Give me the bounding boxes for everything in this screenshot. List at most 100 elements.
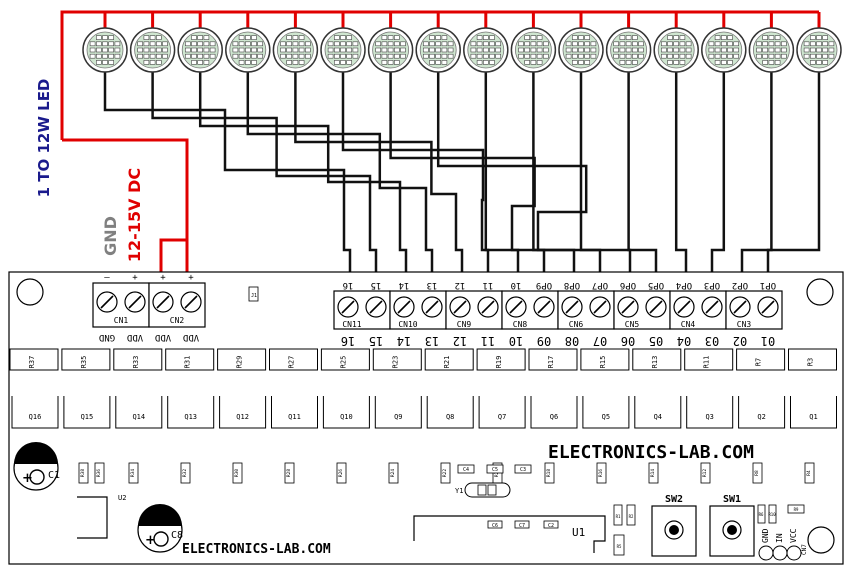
svg-text:R9: R9 <box>794 507 799 512</box>
output-pin-top-label: 13 <box>427 280 438 290</box>
resistor: R19 <box>476 348 526 371</box>
output-pin-bottom-label: 02 <box>733 334 747 348</box>
capacitor-c8: + C8 <box>137 504 183 553</box>
output-connector-name: CN5 <box>625 320 640 329</box>
resistor: R3 <box>788 348 837 371</box>
resistor: R21 <box>424 348 474 371</box>
resistor-label: R7 <box>755 358 763 366</box>
resistor-small-label: R18 <box>546 469 552 477</box>
output-pin-bottom-label: 09 <box>537 334 551 348</box>
resistor-small: R30 <box>232 462 243 484</box>
output-pin-bottom-label: 10 <box>509 334 523 348</box>
svg-text:C5: C5 <box>492 467 498 473</box>
gnd-label: GND <box>101 216 120 256</box>
resistor: R23 <box>372 348 422 371</box>
resistor-small-label: R12 <box>702 469 708 477</box>
small-caps: C4 C5 C3 C6 C7 C2 <box>457 464 559 529</box>
switch-sw2: SW2 <box>651 494 697 557</box>
jumper-j1 <box>248 286 259 302</box>
transistor: Q5 <box>582 396 630 429</box>
transistor: Q10 <box>322 396 370 429</box>
transistor-label: Q11 <box>288 413 301 421</box>
resistor-label: R35 <box>80 356 88 369</box>
transistor-label: Q4 <box>654 413 662 421</box>
resistor-small-label: R34 <box>130 469 136 477</box>
output-pin-top-label: OP1 <box>760 280 776 290</box>
wiring <box>60 10 821 280</box>
transistor-label: Q13 <box>184 413 197 421</box>
transistor: Q11 <box>271 396 318 429</box>
led-module <box>367 27 414 73</box>
output-pin-top-label: 15 <box>371 280 382 290</box>
resistor-small: R34 <box>128 462 139 484</box>
output-connector-name: CN9 <box>457 320 472 329</box>
transistor: Q15 <box>63 396 111 429</box>
svg-text:C7: C7 <box>519 523 525 529</box>
led-module <box>82 27 128 73</box>
resistor-small: R16 <box>596 462 607 484</box>
power-pin-mark: — <box>104 273 110 283</box>
header-cn7: GND IN VCC CN7 <box>758 526 835 561</box>
transistor: Q2 <box>738 396 786 429</box>
resistor-small: R4 <box>804 462 815 484</box>
svg-text:+: + <box>145 533 156 548</box>
output-pin-top-label: 14 <box>399 280 410 290</box>
power-connector-name: CN2 <box>170 316 185 325</box>
resistor-small-label: R36 <box>96 469 102 477</box>
resistor: R7 <box>736 348 786 371</box>
output-pin-top-label: OP8 <box>564 280 580 290</box>
cn7-label: CN7 <box>801 544 808 555</box>
svg-text:R1: R1 <box>616 514 621 519</box>
transistor: Q8 <box>426 396 474 429</box>
crystal-y1: Y1 <box>455 482 511 498</box>
led-module <box>701 27 747 73</box>
led-signal-wire <box>674 70 688 278</box>
output-pin-bottom-label: 08 <box>565 334 579 348</box>
resistor-label: R19 <box>495 356 503 369</box>
resistor-label: R13 <box>651 356 659 369</box>
led-signal-wire <box>532 70 602 278</box>
output-pin-top-label: OP6 <box>620 280 636 290</box>
output-pin-bottom-label: 14 <box>397 334 411 348</box>
led-array <box>82 27 842 73</box>
resistor-small-label: R38 <box>80 469 86 477</box>
power-pin-label: VDD <box>155 332 171 342</box>
regulator-u2 <box>77 496 108 539</box>
output-pin-top-label: 10 <box>511 280 522 290</box>
resistor-label: R37 <box>28 356 36 369</box>
resistor-small-label: R14 <box>650 469 656 477</box>
output-pin-bottom-label: 13 <box>425 334 439 348</box>
output-pin-bottom-label: 05 <box>649 334 663 348</box>
led-signal-wire <box>766 70 821 278</box>
output-pin-bottom-label: 03 <box>705 334 719 348</box>
output-pin-top-label: OP2 <box>732 280 748 290</box>
transistor-label: Q3 <box>705 413 713 421</box>
transistor: Q9 <box>374 396 422 429</box>
led-signal-wire <box>246 70 434 278</box>
resistor-small-label: R32 <box>182 469 188 477</box>
led-module <box>129 27 176 73</box>
resistor-label: R33 <box>132 356 140 369</box>
c8-label: C8 <box>171 530 183 541</box>
led-module <box>510 27 557 73</box>
resistor-small-label: R4 <box>806 470 812 476</box>
output-pin-bottom-label: 07 <box>593 334 607 348</box>
resistor-small: R24 <box>388 462 399 484</box>
output-pin-bottom-label: 16 <box>341 334 355 348</box>
led-signal-wire <box>710 70 726 278</box>
led-signal-wire <box>389 70 536 278</box>
resistor-small: R12 <box>700 462 711 484</box>
u1-label: U1 <box>572 526 585 539</box>
pin-in-label: IN <box>775 533 784 543</box>
transistor-label: Q15 <box>81 413 94 421</box>
resistor: R15 <box>580 348 630 371</box>
supply-voltage-label: 12-15V DC <box>125 168 144 262</box>
sw2-label: SW2 <box>665 494 683 505</box>
